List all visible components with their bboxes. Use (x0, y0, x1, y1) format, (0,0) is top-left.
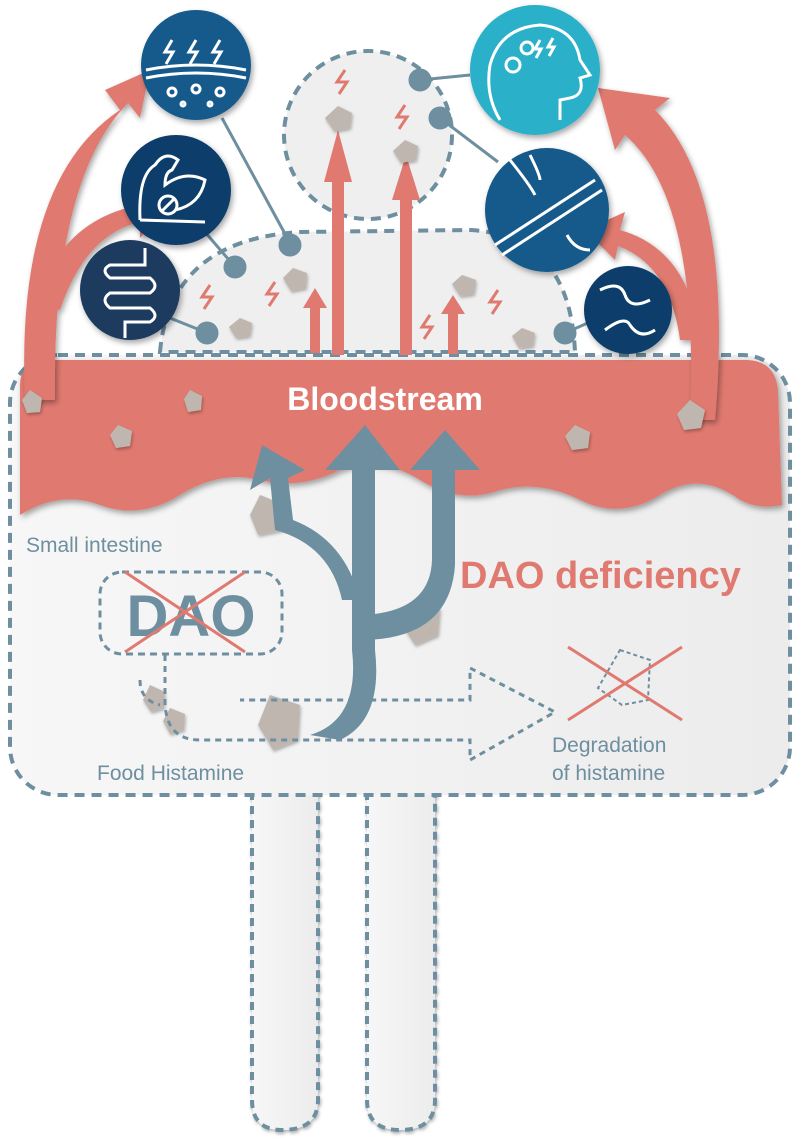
right-curved-arrows (585, 88, 719, 420)
histamine-effect-arrows (303, 130, 465, 355)
brain-head-icon (470, 5, 600, 135)
muscle-icon (121, 135, 231, 245)
degradation-label-line1: Degradation (552, 734, 666, 757)
lightning-icons (199, 69, 503, 340)
right-leg (365, 792, 437, 1133)
bloodstream-band (20, 360, 782, 515)
legs (250, 792, 437, 1133)
degradation-molecule (567, 645, 683, 722)
dashed-flow-arrows (138, 655, 559, 763)
bloodstream-label: Bloodstream (287, 381, 483, 417)
degradation-label-line2: of histamine (552, 762, 665, 785)
blood-vessel-icon (485, 148, 609, 272)
intestine-icon (80, 240, 180, 340)
histamine-molecules (22, 106, 705, 750)
dao-cross (124, 570, 246, 654)
tissue-dome (157, 227, 578, 354)
skin-icon (141, 10, 251, 120)
absorption-arrows (250, 425, 480, 740)
left-leg (250, 792, 320, 1133)
left-curved-arrows (24, 70, 165, 400)
joint-icon (584, 266, 672, 354)
small-intestine-label: Small intestine (26, 534, 163, 557)
food-histamine-label: Food Histamine (97, 762, 244, 785)
connectors (169, 68, 591, 345)
dao-deficiency-title: DAO deficiency (460, 555, 741, 597)
dao-box (98, 570, 284, 656)
